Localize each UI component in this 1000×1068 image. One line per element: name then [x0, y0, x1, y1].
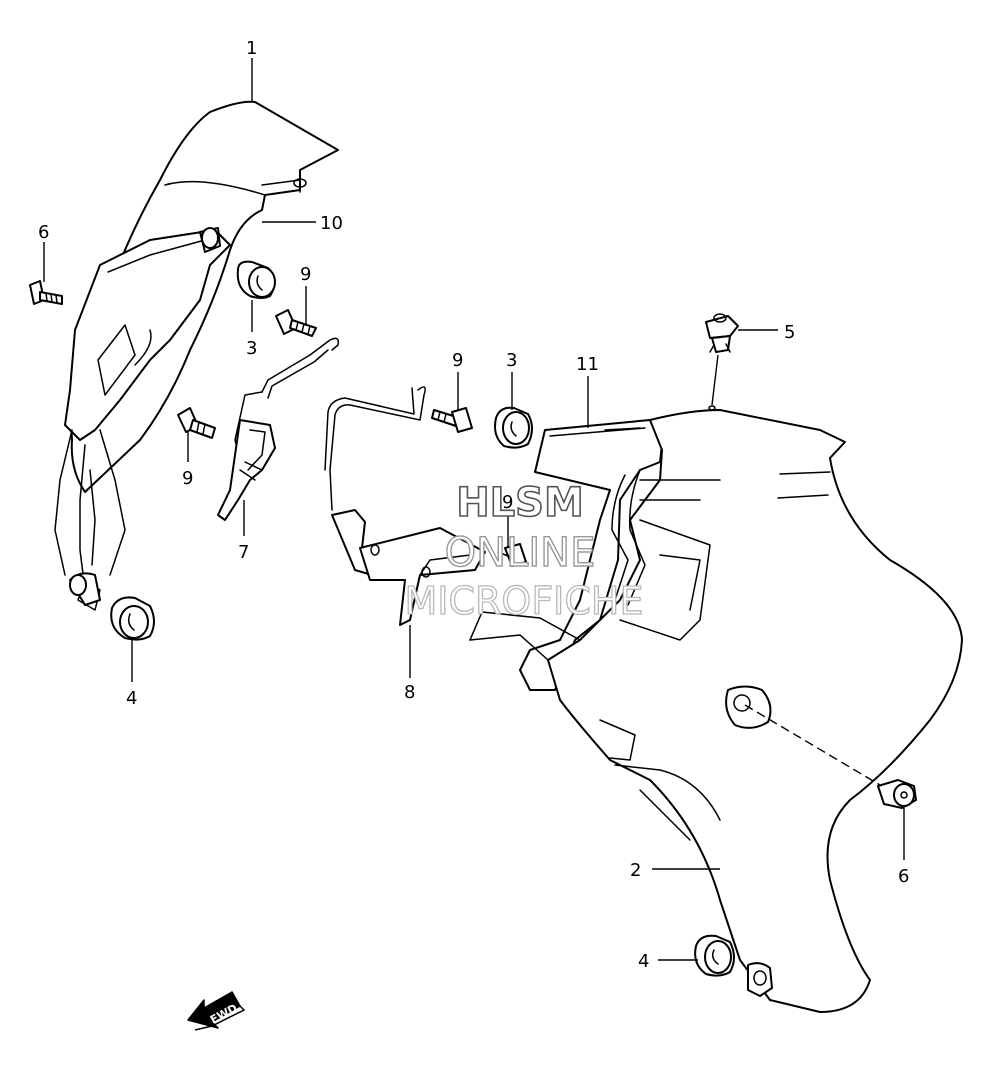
- part-5-push-rivet: [705, 313, 739, 411]
- callout-3-left: 3: [246, 338, 257, 359]
- callout-9-b: 9: [182, 468, 193, 489]
- part-4-grommet-right: [694, 934, 735, 977]
- part-2-side-cover: [469, 409, 963, 1013]
- watermark-line-3: MICROFICHE: [404, 579, 643, 623]
- part-9-bolt-b: [177, 407, 216, 439]
- callout-9-d: 9: [502, 492, 513, 513]
- callout-9-c: 9: [452, 350, 463, 371]
- callout-6-right: 6: [898, 866, 909, 887]
- part-9-bolt-a: [275, 309, 317, 337]
- part-3-grommet-left: [236, 260, 276, 299]
- watermark-line-1: HLSM: [456, 480, 584, 526]
- callout-11: 11: [576, 354, 599, 375]
- watermark-line-2: ONLINE: [445, 530, 596, 576]
- callout-5: 5: [784, 322, 795, 343]
- leader-lines: [43, 58, 905, 961]
- callout-1: 1: [246, 38, 257, 59]
- callout-2: 2: [630, 860, 641, 881]
- callout-9-a: 9: [300, 264, 311, 285]
- callout-4-left: 4: [126, 688, 137, 709]
- callout-10: 10: [320, 213, 343, 234]
- fwd-arrow-icon: FWD: [187, 991, 246, 1031]
- part-11-inner-panel: [519, 419, 663, 691]
- callout-3-center: 3: [506, 350, 517, 371]
- part-4-grommet-left: [110, 596, 155, 641]
- part-7-bracket: [217, 337, 340, 521]
- watermark: HLSM ONLINE MICROFICHE: [404, 479, 644, 623]
- part-9-bolt-d: [497, 543, 527, 567]
- part-1-upper-cover: [69, 100, 339, 493]
- part-10-inner-frame: [54, 227, 231, 611]
- callout-numbers: 1 10 6 9 3 9 7 4 9 3 11 5 9 8 2 6 4: [38, 38, 909, 972]
- part-6-screw-right: [744, 704, 917, 809]
- part-3-grommet-center: [494, 406, 533, 449]
- part-9-bolt-c: [431, 407, 473, 433]
- callout-4-right: 4: [638, 951, 649, 972]
- callout-8: 8: [404, 682, 415, 703]
- part-8-bracket: [324, 386, 486, 626]
- part-6-screw-left: [29, 280, 63, 305]
- callout-7: 7: [238, 542, 249, 563]
- callout-6-left: 6: [38, 222, 49, 243]
